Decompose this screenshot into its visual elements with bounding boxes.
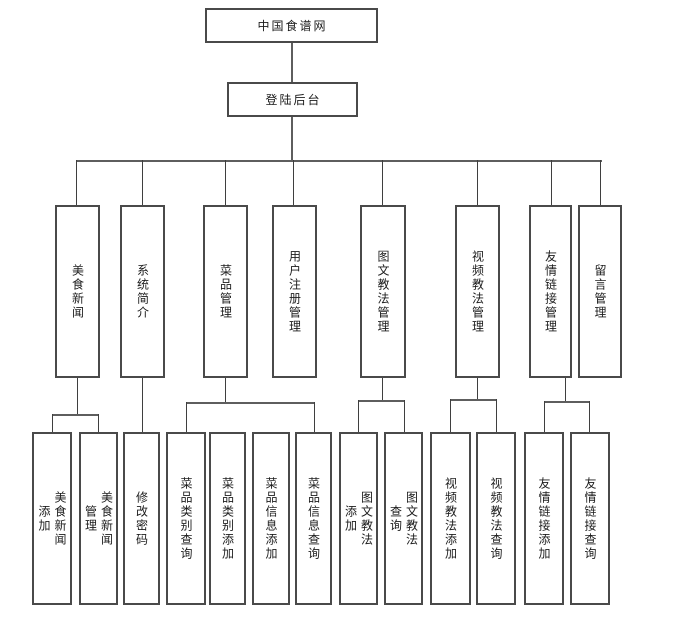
module-label: 视频教法管理 — [470, 249, 485, 334]
module-label: 美食新闻 — [70, 263, 85, 320]
leaf-dish-info-query: 菜品信息查询 — [295, 432, 332, 605]
connector-systemintro-stem — [142, 378, 143, 432]
module-dish-management: 菜品管理 — [203, 205, 248, 378]
connector-friendlinks-drop-add — [544, 401, 545, 432]
leaf-dish-category-add: 菜品类别添加 — [209, 432, 246, 605]
leaf-label: 添加 — [343, 504, 358, 533]
connector-foodnews-stem — [77, 378, 78, 414]
connector-foodnews-bar — [52, 414, 99, 416]
module-system-intro: 系统简介 — [120, 205, 165, 378]
connector-graphic-bar — [358, 400, 405, 402]
leaf-label: 菜品类别添加 — [220, 476, 235, 561]
node-login: 登陆后台 — [227, 82, 358, 117]
leaf-label: 视频教法添加 — [443, 476, 458, 561]
connector-friendlinks-bar — [544, 401, 590, 403]
leaf-label: 查询 — [388, 504, 403, 533]
module-food-news: 美食新闻 — [55, 205, 100, 378]
module-video-teaching: 视频教法管理 — [455, 205, 500, 378]
leaf-graphic-teaching-query: 图文教法 查询 — [384, 432, 423, 605]
node-root-label: 中国食谱网 — [257, 19, 328, 33]
leaf-food-news-add: 美食新闻 添加 — [32, 432, 72, 605]
leaf-label: 视频教法查询 — [489, 476, 503, 561]
connector-dish-drop-right — [314, 402, 315, 432]
connector-drop-user-registration — [293, 160, 294, 205]
connector-video-stem — [477, 378, 478, 399]
connector-drop-friend-links — [551, 160, 552, 205]
connector-graphic-stem — [382, 378, 383, 400]
module-label: 系统简介 — [135, 263, 150, 320]
connector-graphic-drop-add — [358, 400, 359, 432]
connector-friendlinks-drop-query — [589, 401, 590, 432]
leaf-label: 管理 — [83, 504, 98, 533]
module-label: 留言管理 — [593, 263, 607, 320]
leaf-label: 修改密码 — [134, 490, 149, 547]
node-root: 中国食谱网 — [205, 8, 378, 43]
node-login-label: 登陆后台 — [265, 93, 322, 107]
connector-video-bar — [450, 399, 497, 401]
connector-dish-bar — [186, 402, 315, 404]
module-graphic-teaching: 图文教法管理 — [360, 205, 406, 378]
connector-dish-drop-left — [186, 402, 187, 432]
leaf-label: 美食新闻 — [53, 490, 67, 547]
module-friend-links: 友情链接管理 — [529, 205, 572, 378]
leaf-dish-category-query: 菜品类别查询 — [166, 432, 206, 605]
leaf-label: 菜品信息添加 — [264, 476, 278, 561]
connector-root-login — [291, 43, 293, 82]
leaf-label: 图文教法 — [404, 490, 419, 547]
connector-foodnews-drop-manage — [98, 414, 99, 432]
connector-dish-stem — [225, 378, 226, 402]
leaf-food-news-manage: 美食新闻 管理 — [79, 432, 118, 605]
connector-friendlinks-stem — [565, 378, 566, 401]
leaf-friend-link-add: 友情链接添加 — [524, 432, 564, 605]
connector-login-trunk — [291, 117, 293, 160]
connector-drop-food-news — [76, 160, 77, 205]
leaf-label: 菜品类别查询 — [179, 476, 193, 561]
module-label: 菜品管理 — [218, 263, 233, 320]
module-label: 用户注册管理 — [287, 249, 302, 334]
module-label: 友情链接管理 — [543, 249, 558, 334]
connector-drop-dish-management — [225, 160, 226, 205]
leaf-label: 添加 — [37, 504, 51, 533]
leaf-video-teaching-query: 视频教法查询 — [476, 432, 516, 605]
leaf-label: 友情链接添加 — [537, 476, 551, 561]
leaf-video-teaching-add: 视频教法添加 — [430, 432, 471, 605]
module-user-registration: 用户注册管理 — [272, 205, 317, 378]
connector-video-drop-query — [496, 399, 497, 432]
connector-drop-graphic-teaching — [382, 160, 383, 205]
connector-foodnews-drop-add — [52, 414, 53, 432]
leaf-label: 美食新闻 — [99, 490, 114, 547]
connector-graphic-drop-query — [404, 400, 405, 432]
leaf-label: 友情链接查询 — [583, 476, 597, 561]
leaf-change-password: 修改密码 — [123, 432, 160, 605]
connector-drop-message-management — [600, 160, 601, 205]
leaf-label: 菜品信息查询 — [306, 476, 321, 561]
connector-main-bar — [76, 160, 602, 162]
leaf-friend-link-query: 友情链接查询 — [570, 432, 610, 605]
connector-drop-system-intro — [142, 160, 143, 205]
leaf-graphic-teaching-add: 图文教法 添加 — [339, 432, 378, 605]
module-label: 图文教法管理 — [376, 249, 390, 334]
connector-drop-video-teaching — [477, 160, 478, 205]
leaf-dish-info-add: 菜品信息添加 — [252, 432, 290, 605]
connector-video-drop-add — [450, 399, 451, 432]
leaf-label: 图文教法 — [359, 490, 374, 547]
module-message-management: 留言管理 — [578, 205, 622, 378]
